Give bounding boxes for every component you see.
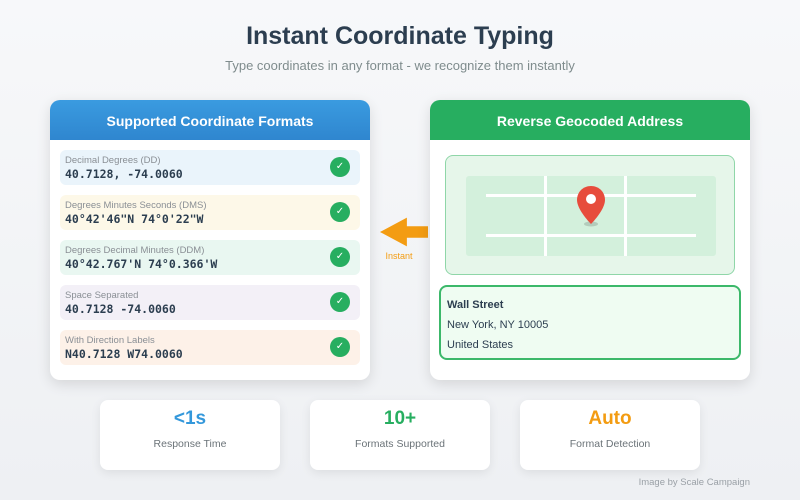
formats-card-title: Supported Coordinate Formats <box>50 100 370 140</box>
format-label: Decimal Degrees (DD) <box>65 155 161 166</box>
arrow-label: Instant <box>385 251 413 261</box>
map-pin-icon <box>577 186 605 227</box>
stat-caption: Response Time <box>153 438 227 450</box>
stat-value: <1s <box>173 408 207 429</box>
supported-formats-card: Supported Coordinate Formats Decimal Deg… <box>50 100 370 380</box>
page-subtitle: Type coordinates in any format - we reco… <box>225 58 575 73</box>
address-country: United States <box>447 339 514 351</box>
format-example: 40.7128, -74.0060 <box>65 167 183 181</box>
page-title: Instant Coordinate Typing <box>246 22 554 50</box>
check-icon: ✓ <box>330 292 350 312</box>
stat-value: 10+ <box>383 408 417 429</box>
address-card-title: Reverse Geocoded Address <box>430 100 750 140</box>
check-icon: ✓ <box>330 247 350 267</box>
check-icon: ✓ <box>330 157 350 177</box>
format-example: N40.7128 W74.0060 <box>65 347 183 361</box>
format-item: Space Separated 40.7128 -74.0060 ✓ <box>60 285 360 320</box>
check-icon: ✓ <box>330 337 350 357</box>
format-item: Degrees Minutes Seconds (DMS) 40°42'46"N… <box>60 195 360 230</box>
format-item: Decimal Degrees (DD) 40.7128, -74.0060 ✓ <box>60 150 360 185</box>
format-item: Degrees Decimal Minutes (DDM) 40°42.767'… <box>60 240 360 275</box>
map <box>466 176 716 256</box>
format-label: Degrees Decimal Minutes (DDM) <box>65 245 205 256</box>
map-preview <box>445 155 735 275</box>
stat-caption: Format Detection <box>569 438 651 450</box>
address-street: Wall Street <box>447 299 504 311</box>
check-icon: ✓ <box>330 202 350 222</box>
stat-card: <1s Response Time <box>100 400 280 470</box>
format-item: With Direction Labels N40.7128 W74.0060 … <box>60 330 360 365</box>
map-road <box>544 176 547 256</box>
format-example: 40°42.767'N 74°0.366'W <box>65 257 218 271</box>
arrow-left-icon <box>380 217 428 247</box>
format-label: With Direction Labels <box>65 335 155 346</box>
stat-card: Auto Format Detection <box>520 400 700 470</box>
address-card: Reverse Geocoded Address Wall Street New… <box>430 100 750 380</box>
format-label: Degrees Minutes Seconds (DMS) <box>65 200 207 211</box>
stat-card: 10+ Formats Supported <box>310 400 490 470</box>
address-city: New York, NY 10005 <box>447 319 549 331</box>
format-example: 40°42'46"N 74°0'22"W <box>65 212 204 226</box>
format-label: Space Separated <box>65 290 139 301</box>
stat-value: Auto <box>588 408 632 429</box>
stat-caption: Formats Supported <box>355 438 445 450</box>
map-road <box>486 234 696 237</box>
format-example: 40.7128 -74.0060 <box>65 302 176 316</box>
address-box: Wall Street New York, NY 10005 United St… <box>439 285 741 360</box>
map-road <box>624 176 627 256</box>
image-credit: Image by Scale Campaign <box>638 477 750 488</box>
